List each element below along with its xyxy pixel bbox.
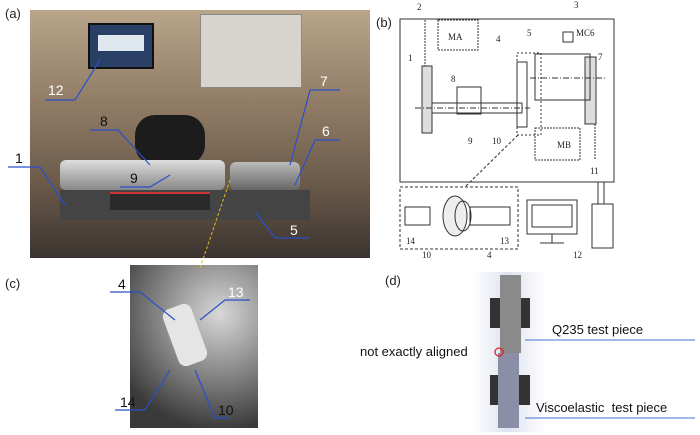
schematic-diagram [399, 18, 615, 250]
dlabel-4: 4 [496, 34, 501, 44]
panel-label-a: (a) [5, 6, 21, 21]
frame [399, 18, 615, 183]
panel-label-c: (c) [5, 276, 21, 291]
dlabel-5: 5 [527, 28, 532, 38]
dlabel-12: 12 [573, 250, 582, 260]
sensor-3 [562, 31, 574, 43]
dlabel-3: 3 [574, 0, 579, 10]
leader-line-4c [110, 291, 176, 321]
label-c-4: 4 [118, 276, 126, 292]
leader-line-1 [8, 166, 66, 206]
leader-line-14 [115, 369, 171, 411]
label-1: 1 [15, 150, 23, 166]
label-c-10: 10 [218, 402, 234, 418]
panel-label-b: (b) [376, 15, 392, 30]
label-8: 8 [100, 113, 108, 129]
dlabel-2: 2 [417, 2, 422, 12]
control-panel-photo [110, 192, 210, 210]
hose-photo [135, 115, 205, 165]
viscoelastic-piece [498, 353, 519, 428]
motor-c-label: MC [576, 28, 590, 38]
dlabel-9: 9 [468, 136, 473, 146]
panel-label-d: (d) [385, 273, 401, 288]
label-5: 5 [290, 222, 298, 238]
shaft-left-photo [60, 160, 225, 190]
leader-line-9 [120, 174, 171, 188]
leader-line-5 [254, 211, 310, 239]
dlabel-10b: 10 [422, 250, 432, 260]
bearing-housing-6 [534, 53, 591, 101]
leader-line-10c [194, 369, 230, 419]
motor-a [437, 19, 479, 51]
dlabel-8: 8 [451, 74, 456, 84]
q235-label: Q235 test piece [552, 322, 644, 337]
leader-line-6 [294, 139, 340, 186]
dlabel-10: 10 [492, 136, 502, 146]
leader-line-13 [199, 299, 250, 321]
leader-line-12 [45, 59, 101, 101]
misalignment-circle [494, 347, 504, 357]
torque-sensor-8 [456, 86, 482, 115]
coupling-4-10 [516, 61, 528, 128]
label-12: 12 [48, 82, 64, 98]
leader-line-8 [90, 129, 151, 166]
zoom-connector [199, 179, 231, 269]
pulley-1 [421, 65, 433, 134]
label-7: 7 [320, 73, 328, 89]
label-9: 9 [130, 170, 138, 186]
motor-b [534, 127, 581, 161]
dlabel-14: 14 [406, 236, 416, 246]
cabinet-photo [200, 14, 302, 88]
motor-b-label: MB [557, 140, 571, 150]
motor-a-label: MA [448, 32, 463, 42]
dlabel-4b: 4 [487, 250, 492, 260]
q235-piece [500, 275, 521, 353]
dlabel-6: 6 [590, 28, 595, 38]
label-c-14: 14 [120, 394, 136, 410]
dlabel-1: 1 [408, 53, 413, 63]
shaft-right-photo [230, 162, 300, 190]
dlabel-11: 11 [590, 166, 599, 176]
controller-box-12 [591, 203, 614, 249]
leader-line-7 [289, 89, 340, 166]
label-6: 6 [322, 123, 330, 139]
label-c-13: 13 [228, 284, 244, 300]
misalignment-label: not exactly aligned [360, 344, 468, 359]
dlabel-7: 7 [598, 52, 603, 62]
dlabel-13: 13 [500, 236, 510, 246]
viscoelastic-label: Viscoelastic test piece [536, 400, 668, 415]
